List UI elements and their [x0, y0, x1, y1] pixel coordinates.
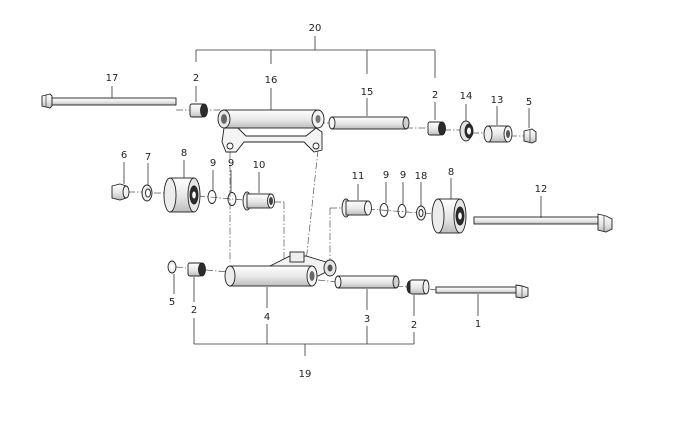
label-5-top: 5	[526, 97, 532, 108]
part-8-wheel-right	[431, 198, 467, 234]
part-14-nut	[459, 120, 474, 142]
label-12: 12	[535, 184, 548, 195]
label-3: 3	[364, 314, 370, 325]
label-2-bottom-right: 2	[411, 320, 417, 331]
part-6-nut	[111, 183, 130, 201]
part-7-washer	[141, 184, 153, 202]
part-16-upper-arm	[217, 109, 325, 153]
label-2-bottom-left: 2	[191, 305, 197, 316]
label-20: 20	[309, 23, 322, 34]
part-4-lower-arm	[224, 251, 337, 287]
part-11-bushing	[341, 198, 372, 218]
label-2-top-left: 2	[193, 73, 199, 84]
part-18-washer	[416, 205, 426, 221]
part-5-washer-bottom-left	[167, 260, 177, 274]
label-1: 1	[475, 319, 481, 330]
part-13-spacer	[483, 125, 513, 143]
label-4: 4	[264, 312, 270, 323]
part-17-long-bolt	[41, 93, 177, 109]
label-15: 15	[361, 87, 374, 98]
label-6: 6	[121, 150, 127, 161]
part-3-tube-bottom	[334, 275, 400, 289]
part-5-nut-top-right	[523, 128, 537, 144]
label-2-top-right: 2	[432, 90, 438, 101]
part-9-rings-left	[207, 190, 237, 206]
part-2-bushing-top-right	[427, 121, 446, 136]
label-5-bottom: 5	[169, 297, 175, 308]
label-7: 7	[145, 152, 151, 163]
part-8-wheel-left	[163, 177, 201, 213]
label-9-c: 9	[383, 170, 389, 181]
label-9-b: 9	[228, 158, 234, 169]
leader-lines	[111, 36, 542, 356]
part-12-long-bolt	[473, 213, 613, 233]
label-8-left: 8	[181, 148, 187, 159]
part-2-bushing-bottom-right	[406, 279, 430, 295]
part-2-bushing-bottom-left	[187, 262, 206, 277]
part-10-bushing	[242, 191, 275, 211]
label-18: 18	[415, 171, 428, 182]
part-15-tube-top	[328, 116, 410, 130]
label-14: 14	[460, 91, 473, 102]
label-17: 17	[106, 73, 119, 84]
label-16: 16	[265, 75, 278, 86]
label-8-right: 8	[448, 167, 454, 178]
part-9-rings-right	[379, 203, 407, 218]
label-11: 11	[352, 171, 365, 182]
part-2-bushing-top-left	[189, 103, 208, 118]
label-19: 19	[299, 369, 312, 380]
label-10: 10	[253, 160, 266, 171]
part-number-labels: 20 17 2 16 15 2 14 13 5 6 7 8 9 9 10 11 …	[106, 23, 548, 380]
part-1-bolt	[435, 284, 529, 299]
label-9-d: 9	[400, 170, 406, 181]
label-13: 13	[491, 95, 504, 106]
label-9-a: 9	[210, 158, 216, 169]
